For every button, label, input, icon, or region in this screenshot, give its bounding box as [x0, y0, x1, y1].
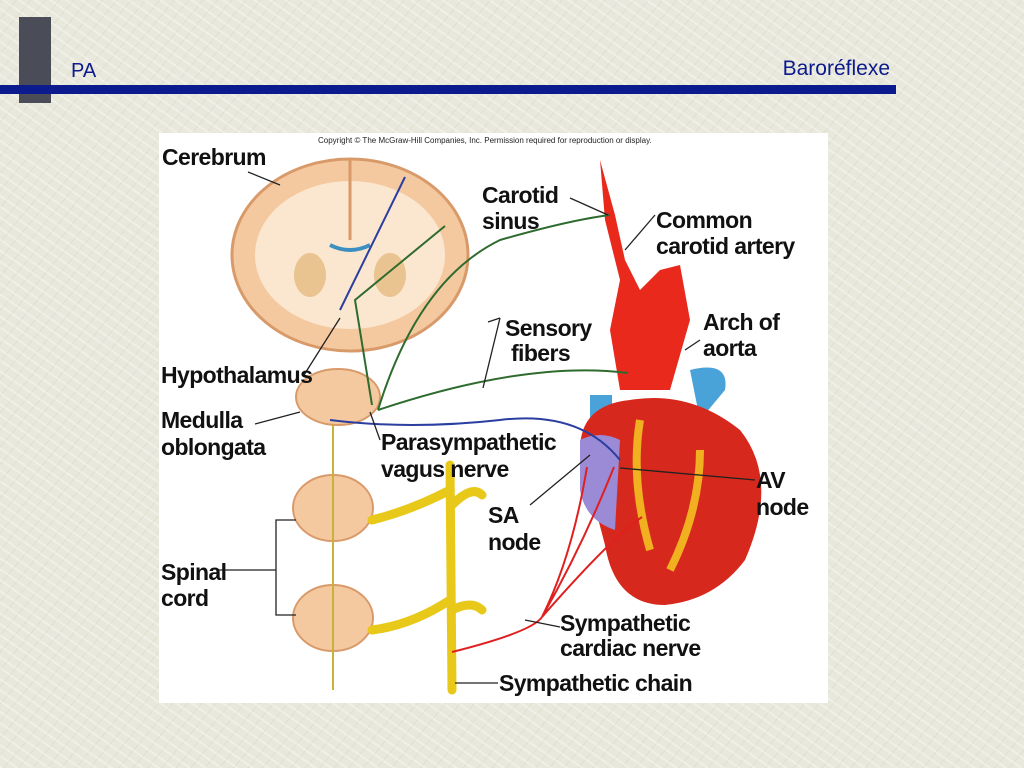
label-sa-node-1: SA — [488, 502, 519, 528]
medulla-section — [295, 368, 381, 426]
cerebrum-illustration — [230, 157, 470, 353]
sensory-fiber-aorta — [377, 369, 629, 411]
label-common-carotid-1: Common — [656, 207, 752, 233]
label-medulla-1: Medulla — [161, 407, 243, 433]
label-sensory-fibers-2: fibers — [511, 340, 570, 366]
label-carotid-sinus-2: sinus — [482, 208, 539, 234]
label-sympathetic-cardiac-2: cardiac nerve — [560, 635, 701, 661]
sympathetic-chain-illustration — [367, 460, 487, 695]
label-common-carotid-2: carotid artery — [656, 233, 795, 259]
label-sa-node-2: node — [488, 529, 541, 555]
label-sympathetic-chain: Sympathetic chain — [499, 670, 692, 696]
leader-lines — [218, 171, 756, 684]
label-av-node-1: AV — [756, 467, 786, 493]
label-parasympathetic-2: vagus nerve — [381, 456, 509, 482]
sensory-fiber-carotid — [377, 214, 611, 411]
label-sensory-fibers-1: Sensory — [505, 315, 592, 341]
label-sympathetic-cardiac-1: Sympathetic — [560, 610, 691, 636]
heart-illustration — [580, 160, 762, 605]
label-arch-aorta-1: Arch of — [703, 309, 780, 335]
label-cerebrum: Cerebrum — [162, 144, 266, 170]
sympathetic-fiber — [451, 466, 643, 653]
slide-title: Baroréflexe — [782, 57, 890, 80]
label-medulla-2: oblongata — [161, 434, 266, 460]
copyright-notice: Copyright © The McGraw-Hill Companies, I… — [318, 136, 652, 145]
sensory-fiber-brain — [353, 225, 446, 406]
label-carotid-sinus-1: Carotid — [482, 182, 558, 208]
header-rule — [0, 85, 896, 94]
slide-section-label: PA — [71, 60, 97, 82]
label-spinal-cord-2: cord — [161, 585, 208, 611]
label-spinal-cord-1: Spinal — [161, 559, 226, 585]
parasympathetic-fiber — [329, 176, 621, 461]
spinal-cord-sections — [292, 425, 374, 690]
label-hypothalamus: Hypothalamus — [161, 362, 312, 388]
label-av-node-2: node — [756, 494, 809, 520]
label-arch-aorta-2: aorta — [703, 335, 757, 361]
label-parasympathetic-1: Parasympathetic — [381, 429, 557, 455]
